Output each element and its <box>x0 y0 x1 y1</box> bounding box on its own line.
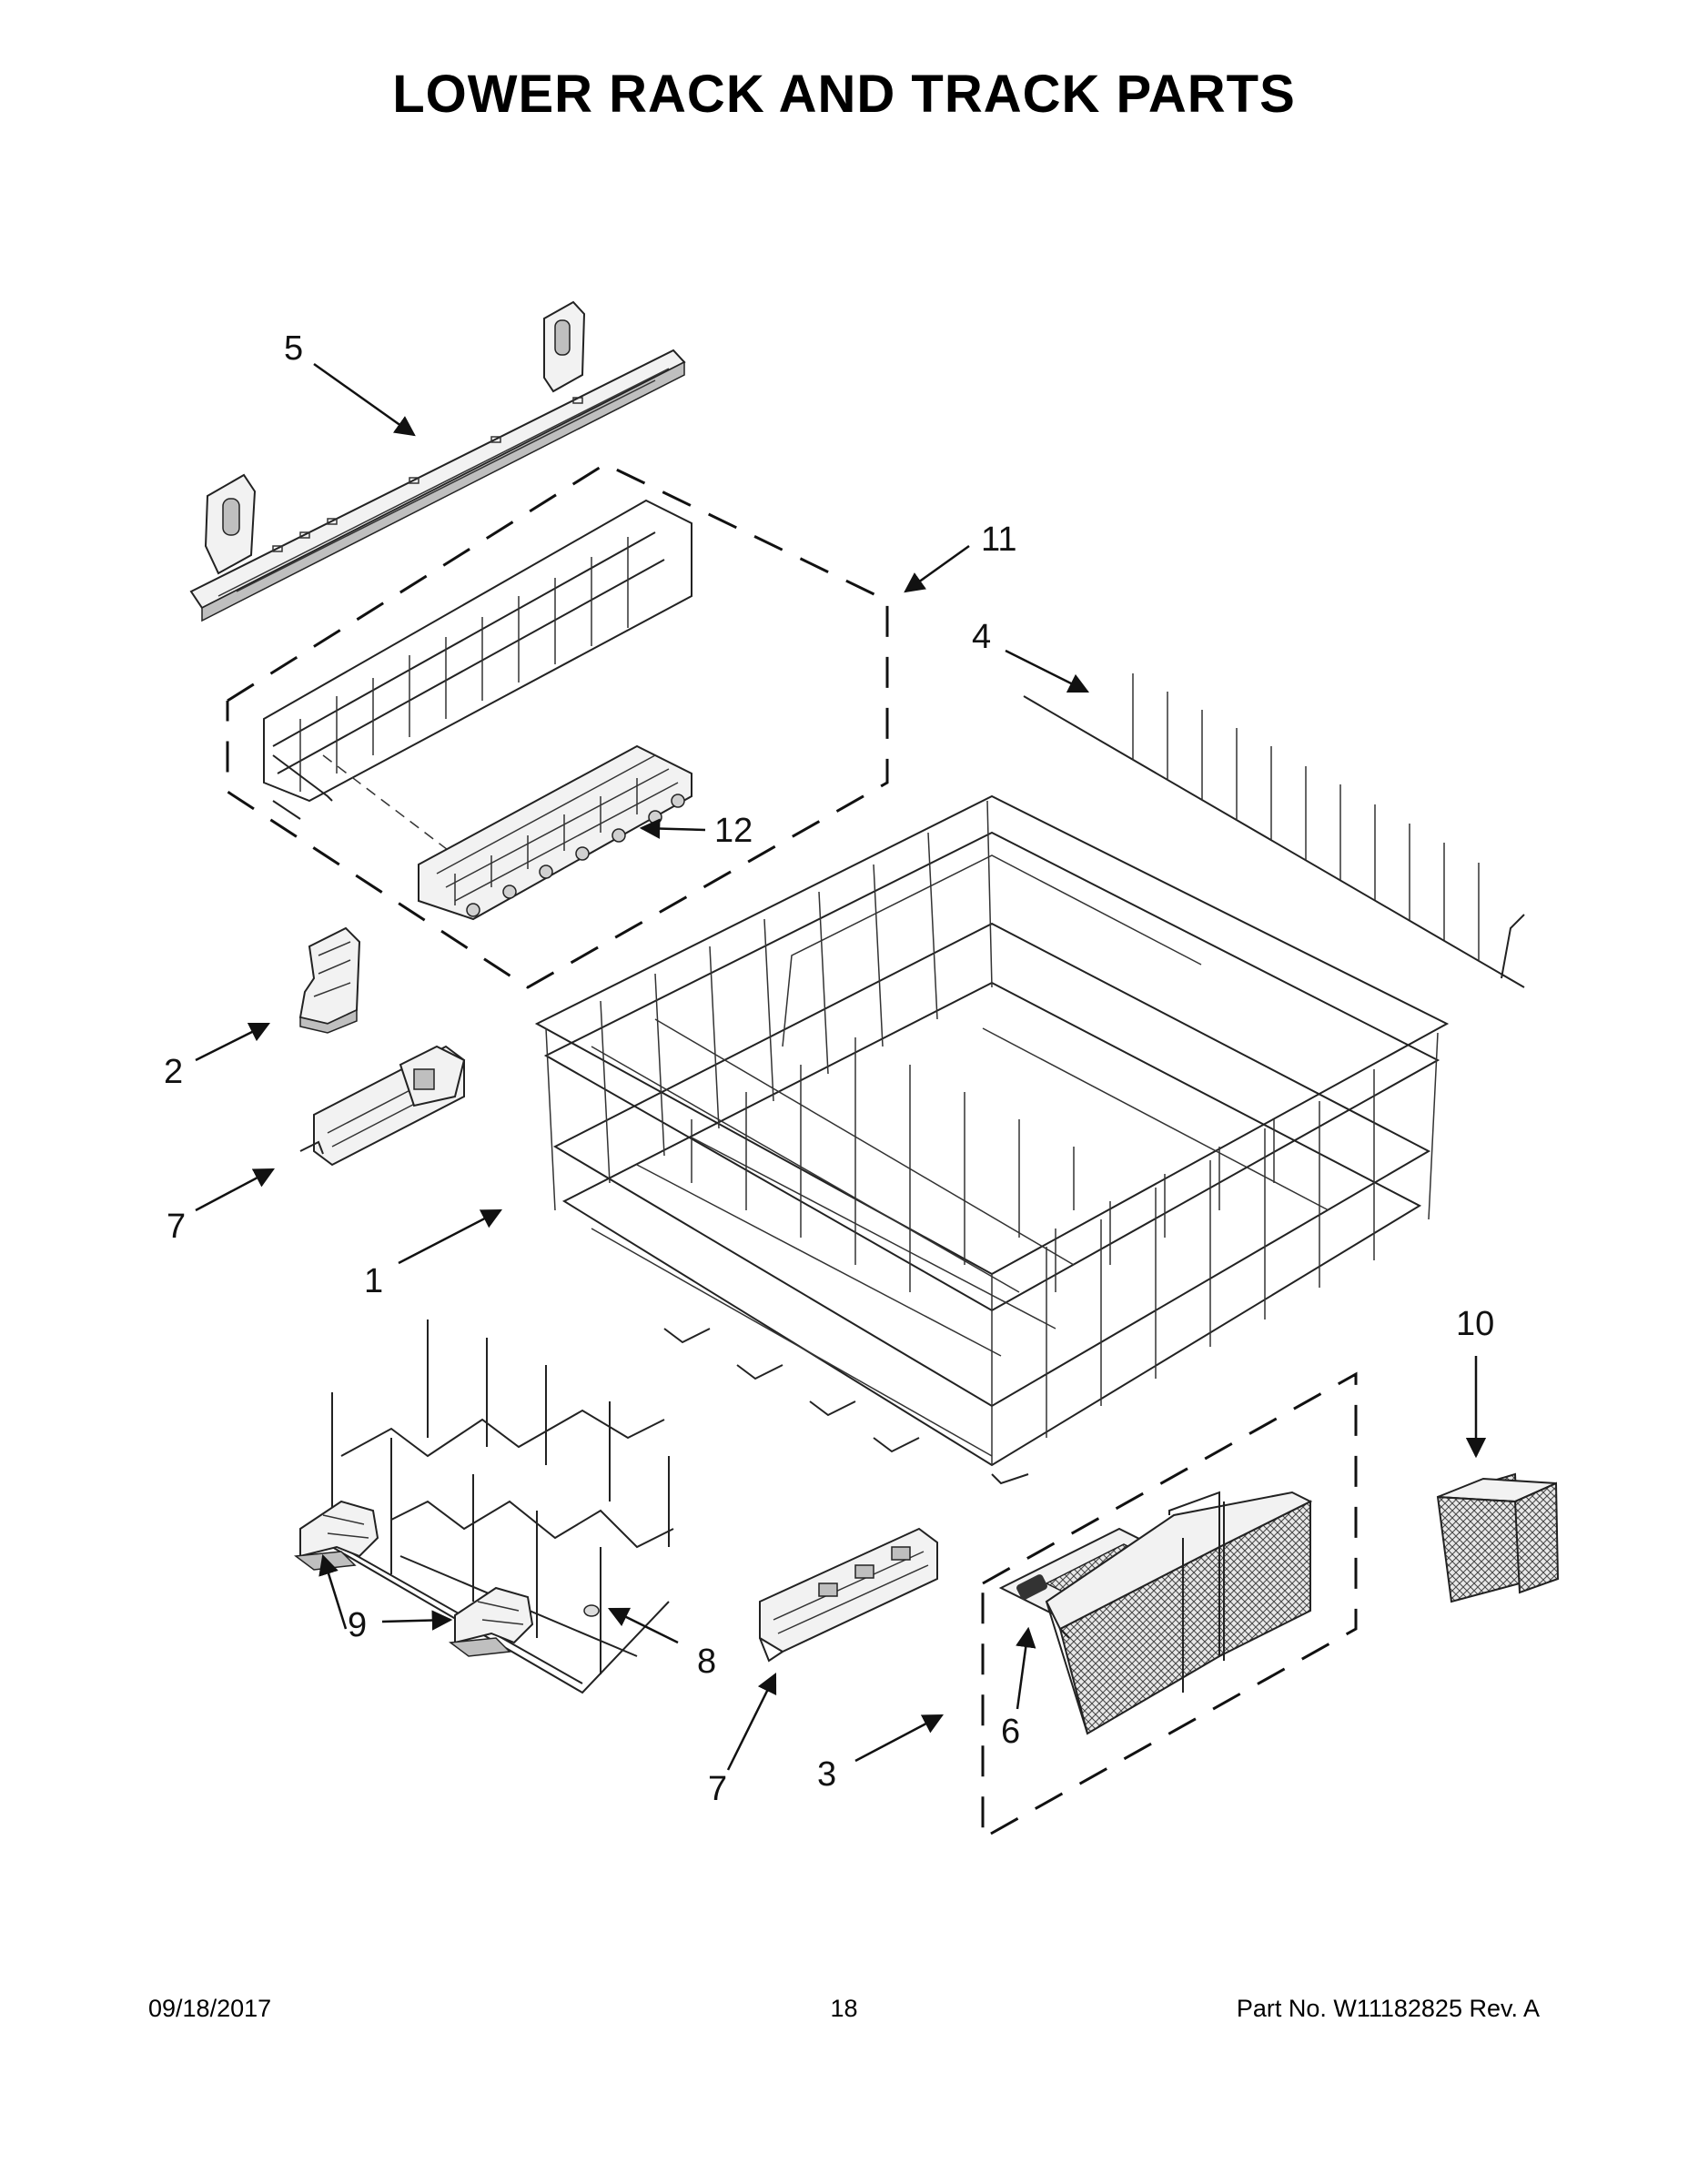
callout-10: 10 <box>1456 1305 1494 1343</box>
callout-3: 3 <box>817 1755 836 1794</box>
arrow-5 <box>313 362 416 437</box>
arrow-6 <box>1016 1626 1036 1710</box>
callout-2: 2 <box>164 1053 183 1091</box>
rack-stop-upper-part <box>299 1045 466 1167</box>
callout-7-lower: 7 <box>708 1770 727 1808</box>
rack-assembly-dashed-boundary <box>226 462 889 989</box>
arrow-7b <box>726 1672 777 1771</box>
basket-assembly-dashed-boundary <box>981 1371 1358 1841</box>
callout-7-upper: 7 <box>167 1208 186 1246</box>
tine-bar-part <box>1023 673 1525 988</box>
arrow-11 <box>904 544 970 593</box>
arrow-9a <box>318 1553 348 1630</box>
footer-date: 09/18/2017 <box>148 1995 272 2022</box>
arrow-2 <box>195 1022 271 1062</box>
arrow-9b <box>381 1610 453 1631</box>
clip-rack-part <box>418 744 692 921</box>
callout-arrows <box>195 362 1487 1771</box>
arrow-12 <box>639 818 706 839</box>
footer-page-number: 18 <box>830 1995 858 2022</box>
arrow-3 <box>854 1714 944 1763</box>
callout-11: 11 <box>981 521 1016 559</box>
small-basket-part <box>1436 1472 1560 1603</box>
callout-8: 8 <box>697 1643 716 1681</box>
callout-1: 1 <box>364 1262 383 1300</box>
track-rail-part <box>189 300 686 622</box>
callout-labels: 5 11 4 12 2 7 1 10 9 8 7 6 3 <box>164 329 1494 1808</box>
callout-5: 5 <box>284 329 303 368</box>
footer-part-number: Part No. W11182825 Rev. A <box>1236 1995 1540 2022</box>
callout-4: 4 <box>972 618 991 656</box>
arrow-1 <box>398 1208 502 1265</box>
tine-rack-part <box>263 499 692 856</box>
callout-12: 12 <box>714 812 753 850</box>
rack-clip-part <box>298 926 361 1034</box>
silverware-basket-part <box>1045 1491 1313 1735</box>
arrow-7a <box>195 1168 275 1212</box>
rack-pivot-clip-part <box>294 1500 534 1657</box>
lower-rack-part <box>534 794 1450 1485</box>
callout-9: 9 <box>348 1606 367 1644</box>
callout-6: 6 <box>1001 1713 1020 1751</box>
rack-stop-lower-part <box>759 1527 938 1663</box>
arrow-8 <box>607 1607 679 1644</box>
arrow-4 <box>1005 649 1090 693</box>
page-title: LOWER RACK AND TRACK PARTS <box>392 65 1296 124</box>
